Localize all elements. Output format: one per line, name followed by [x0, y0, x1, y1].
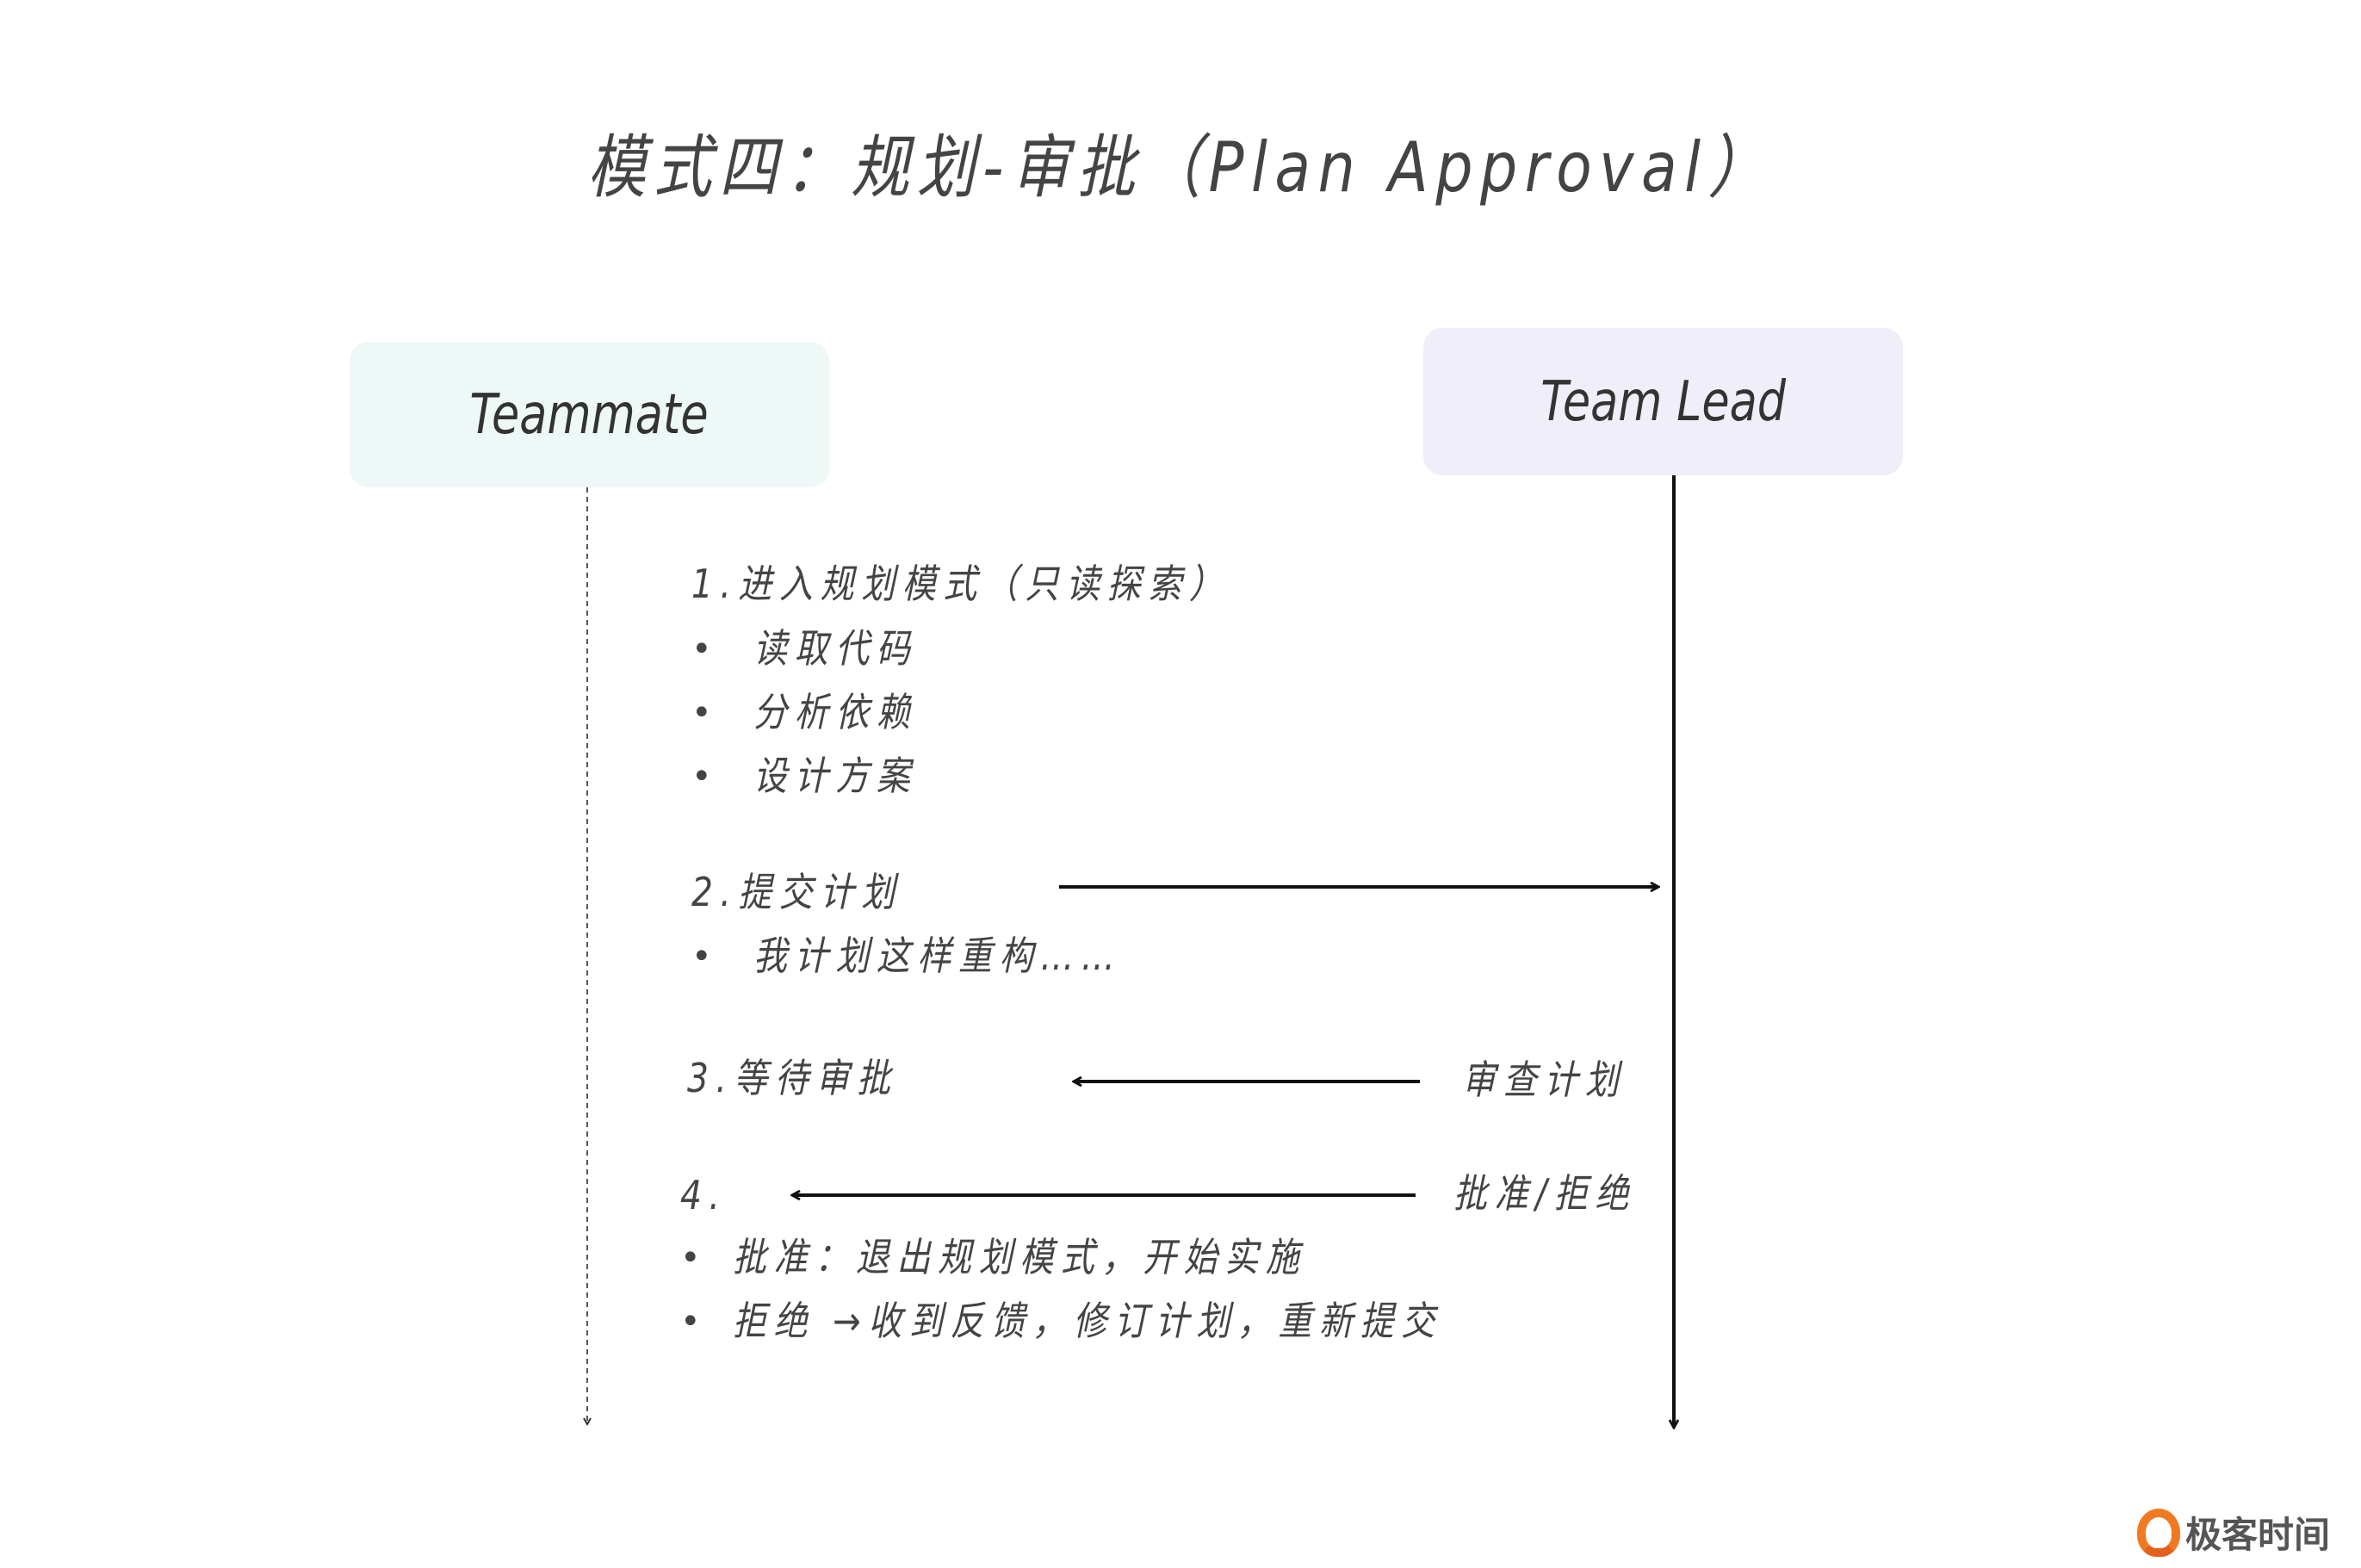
- bullet-dot: •: [691, 693, 712, 733]
- step2-heading: 2.提交计划: [691, 869, 902, 915]
- step1-heading: 1.进入规划模式（只读探索）: [691, 561, 1230, 607]
- step1-bullet: 分析依赖: [753, 689, 918, 735]
- step4-bullet: 拒绝 →收到反馈，修订计划，重新提交: [733, 1298, 1442, 1344]
- step4-bullet: 批准：退出规划模式，开始实施: [733, 1234, 1307, 1280]
- teammate-label: Teammate: [469, 382, 710, 447]
- geektime-logo-icon: [2137, 1508, 2180, 1557]
- step1-bullet: 设计方案: [753, 753, 918, 799]
- bullet-dot: •: [680, 1302, 701, 1342]
- team-lead-label: Team Lead: [1540, 369, 1786, 434]
- step1-bullet: 读取代码: [753, 625, 918, 672]
- team-lead-lane-header: Team Lead: [1423, 328, 1903, 475]
- bullet-dot: •: [691, 629, 712, 669]
- geektime-logo: 极客时间: [2137, 1506, 2330, 1559]
- page-title: 模式四：规划-审批（Plan Approval）: [586, 127, 1775, 208]
- logo-text: 极客时间: [2185, 1514, 2331, 1556]
- review-plan-label: 审查计划: [1462, 1057, 1627, 1103]
- step2-bullet: 我计划这样重构……: [753, 933, 1123, 979]
- teammate-lane-header: Teammate: [350, 342, 829, 487]
- bullet-dot: •: [680, 1238, 701, 1278]
- step4-heading: 4.: [680, 1172, 728, 1218]
- bullet-dot: •: [691, 937, 712, 976]
- step3-heading: 3.等待审批: [687, 1055, 898, 1101]
- approve-reject-label: 批准/拒绝: [1453, 1170, 1637, 1217]
- bullet-dot: •: [691, 757, 712, 796]
